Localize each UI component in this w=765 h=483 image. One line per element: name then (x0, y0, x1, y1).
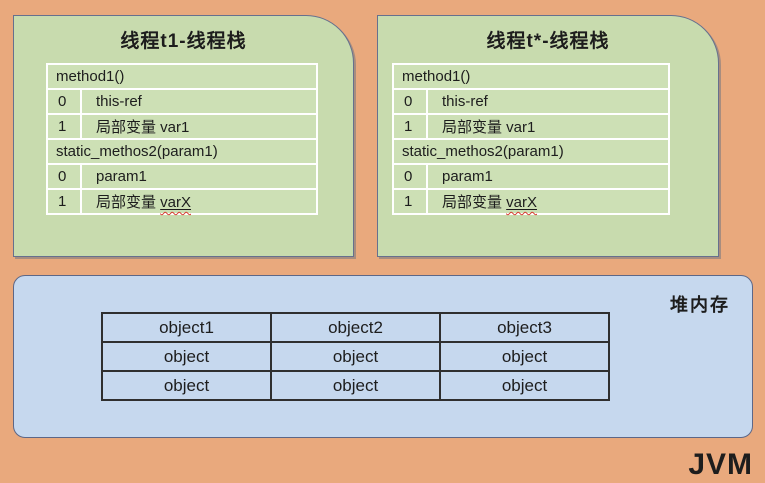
slot-row: 0 this-ref (392, 88, 670, 115)
slot-index: 1 (392, 113, 428, 140)
slot-value-text: 局部变量 (442, 194, 507, 211)
frame-header-row: static_methos2(param1) (46, 138, 318, 165)
heap-memory-box: 堆内存 object1 object2 object3 object objec… (13, 275, 753, 438)
slot-index: 1 (46, 113, 82, 140)
thread-stack-title: 线程t*-线程栈 (486, 31, 610, 52)
heap-object-cell: object (439, 370, 610, 401)
heap-object-row: object object object (101, 370, 610, 401)
slot-row: 0 this-ref (46, 88, 318, 115)
frame-header: static_methos2(param1) (46, 138, 318, 165)
thread-stack-box-t1: 线程t1-线程栈 method1() 0 this-ref 1 局部变量 var… (13, 15, 354, 257)
stack-frame-table: method1() 0 this-ref 1 局部变量 var1 static_… (392, 63, 670, 215)
slot-row: 1 局部变量 varX (46, 188, 318, 215)
slot-value: 局部变量 var1 (426, 113, 670, 140)
underlined-variable: varX (160, 194, 192, 211)
heap-object-row: object object object (101, 341, 610, 372)
slot-row: 1 局部变量 var1 (46, 113, 318, 140)
slot-value-text: 局部变量 (96, 194, 161, 211)
stack-frame-table: method1() 0 this-ref 1 局部变量 var1 static_… (46, 63, 318, 215)
slot-index: 1 (392, 188, 428, 215)
heap-header-cell: object1 (101, 312, 272, 343)
slot-index: 0 (392, 163, 428, 190)
slot-index: 0 (46, 88, 82, 115)
thread-stack-title: 线程t1-线程栈 (120, 31, 247, 52)
underlined-variable: varX (506, 194, 538, 211)
jvm-label: JVM (688, 448, 753, 481)
slot-value: 局部变量 varX (80, 188, 318, 215)
frame-header-row: method1() (392, 63, 670, 90)
heap-header-row: object1 object2 object3 (101, 312, 610, 343)
slot-value: this-ref (80, 88, 318, 115)
heap-object-table: object1 object2 object3 object object ob… (101, 312, 610, 401)
frame-header: static_methos2(param1) (392, 138, 670, 165)
slot-row: 1 局部变量 var1 (392, 113, 670, 140)
frame-header: method1() (392, 63, 670, 90)
heap-object-cell: object (270, 370, 441, 401)
slot-index: 0 (46, 163, 82, 190)
heap-header-cell: object2 (270, 312, 441, 343)
slot-value: 局部变量 varX (426, 188, 670, 215)
slot-row: 1 局部变量 varX (392, 188, 670, 215)
frame-header-row: static_methos2(param1) (392, 138, 670, 165)
slot-row: 0 param1 (46, 163, 318, 190)
slot-value: 局部变量 var1 (80, 113, 318, 140)
frame-header-row: method1() (46, 63, 318, 90)
heap-object-cell: object (270, 341, 441, 372)
heap-object-cell: object (439, 341, 610, 372)
slot-value: param1 (426, 163, 670, 190)
slot-index: 1 (46, 188, 82, 215)
slot-row: 0 param1 (392, 163, 670, 190)
heap-memory-label: 堆内存 (670, 295, 730, 315)
heap-header-cell: object3 (439, 312, 610, 343)
slot-index: 0 (392, 88, 428, 115)
slot-value: this-ref (426, 88, 670, 115)
heap-object-cell: object (101, 370, 272, 401)
slot-value: param1 (80, 163, 318, 190)
heap-object-cell: object (101, 341, 272, 372)
thread-stack-box-tstar: 线程t*-线程栈 method1() 0 this-ref 1 局部变量 var… (377, 15, 719, 257)
frame-header: method1() (46, 63, 318, 90)
